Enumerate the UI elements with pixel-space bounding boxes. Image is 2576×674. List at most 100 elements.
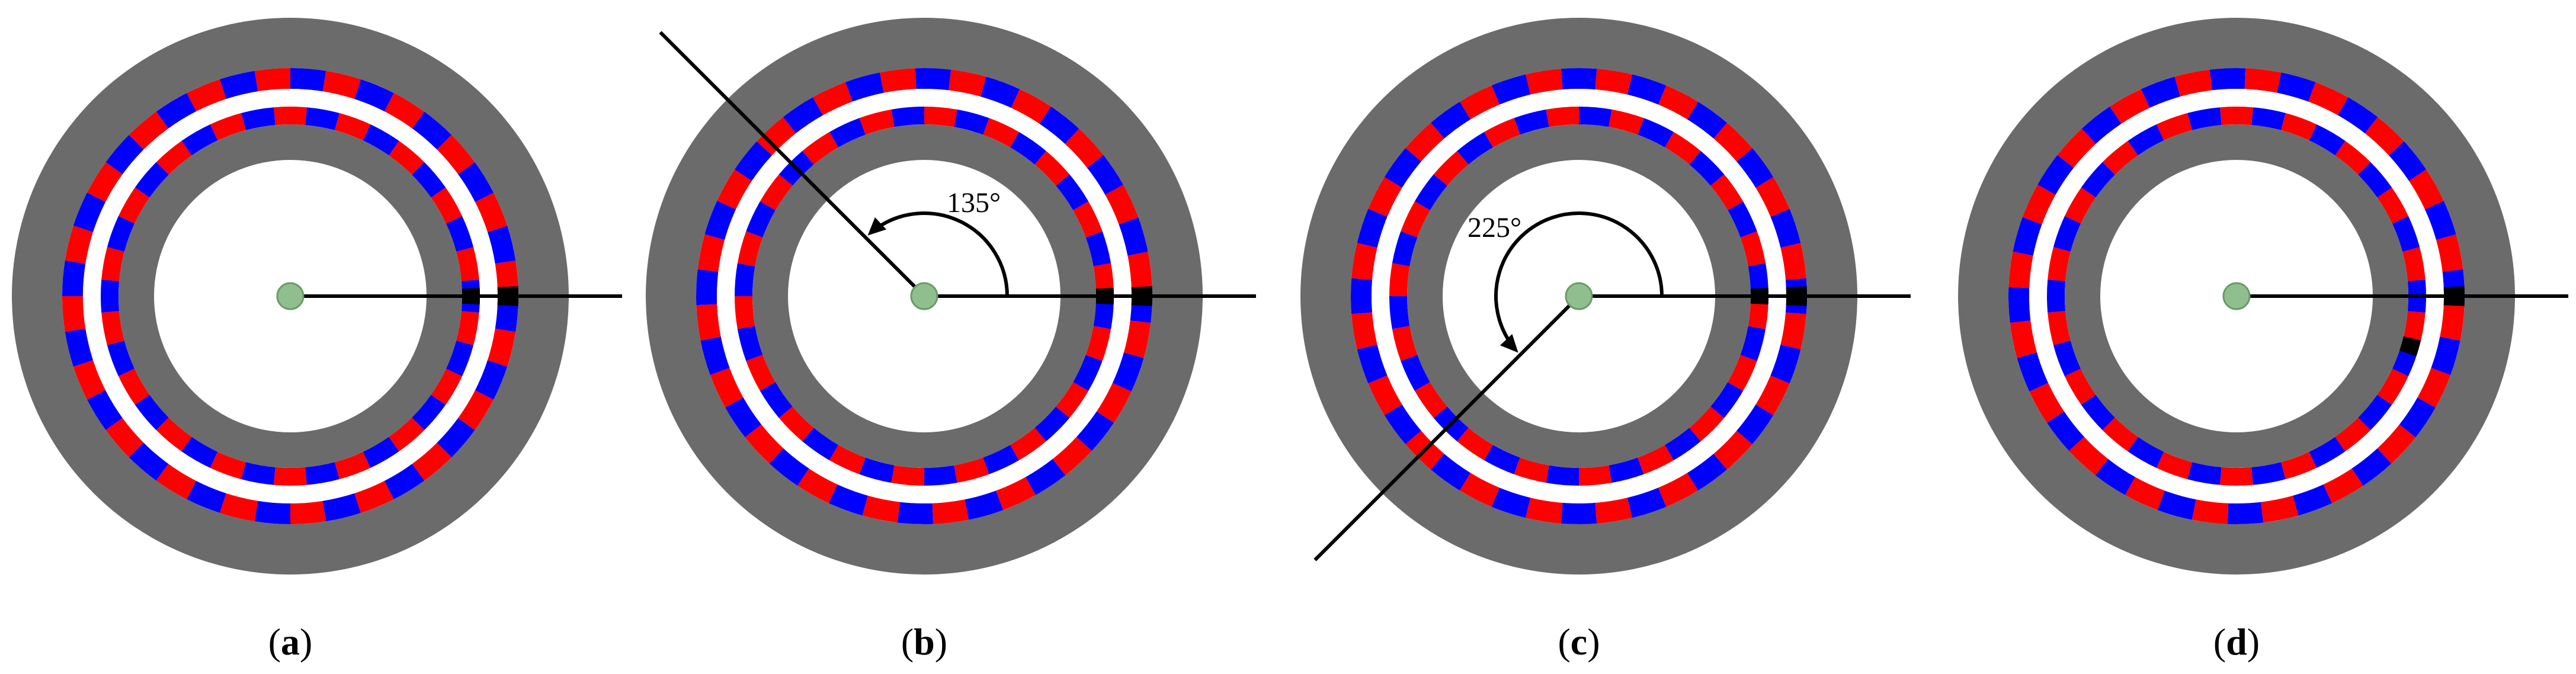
inner-magnet-segment <box>274 467 307 486</box>
outer-magnet-segment <box>65 328 94 367</box>
inner-magnet-segment <box>2048 247 2071 281</box>
inner-magnet-segment <box>954 109 989 135</box>
inner-magnet-segment <box>412 162 446 198</box>
inner-magnet-segment <box>156 418 192 452</box>
outer-magnet-segment <box>475 360 508 400</box>
inner-magnet-segment <box>737 326 763 361</box>
inner-magnet-segment <box>2309 437 2346 468</box>
inner-magnet-segment <box>891 107 924 127</box>
outer-magnet-segment <box>734 141 772 181</box>
outer-magnet-segment <box>1736 147 1774 188</box>
inner-magnet-segment <box>156 140 192 175</box>
outer-magnet-segment <box>2057 129 2096 168</box>
inner-magnet-segment <box>2102 140 2138 175</box>
outer-magnet-segment <box>1755 176 1790 217</box>
outer-magnet-segment <box>1405 123 1444 162</box>
outer-magnet-segment <box>1052 437 1092 476</box>
outer-magnet-segment <box>2069 437 2109 476</box>
inner-magnet-segment <box>431 368 463 405</box>
inner-magnet-segment <box>1484 118 1520 147</box>
outer-magnet-segment <box>915 68 951 91</box>
outer-magnet-segment <box>129 111 169 150</box>
inner-magnet-segment <box>363 437 399 468</box>
inner-magnet-segment <box>1010 131 1046 165</box>
inner-magnet-segment <box>859 109 895 135</box>
outer-magnet-segment <box>710 368 744 408</box>
inner-magnet-segment <box>2064 368 2096 405</box>
panel-caption: (b) <box>901 621 947 663</box>
inner-magnet-segment <box>1085 326 1111 361</box>
panel-caption: (a) <box>268 621 313 663</box>
outer-magnet-segment <box>2037 155 2074 195</box>
outer-magnet-segment <box>697 234 725 272</box>
inner-magnet-segment <box>2358 162 2392 198</box>
outer-magnet-segment <box>2010 320 2037 358</box>
panel-b: 135° (b) <box>646 18 1256 663</box>
outer-magnet-segment <box>220 493 258 522</box>
outer-magnet-segment <box>1011 89 1051 124</box>
inner-magnet-segment <box>1085 231 1111 267</box>
inner-magnet-segment <box>2081 394 2115 431</box>
outer-magnet-segment <box>700 336 730 375</box>
inner-magnet-segment <box>1010 428 1046 461</box>
outer-magnet-segment <box>783 97 823 134</box>
outer-magnet-segment <box>2081 106 2122 144</box>
inner-magnet-segment <box>1728 355 1757 391</box>
inner-magnet-segment <box>2048 311 2071 345</box>
inner-magnet-segment <box>241 462 275 485</box>
outer-magnet-segment <box>2323 468 2363 503</box>
inner-magnet-segment <box>760 174 793 210</box>
inner-magnet-segment <box>1093 263 1114 296</box>
outer-magnet-segment <box>879 68 917 93</box>
inner-magnet-segment <box>891 465 924 486</box>
outer-magnet-segment <box>2191 499 2229 524</box>
outer-magnet-segment <box>2174 69 2212 97</box>
outer-magnet-segment <box>2431 336 2460 375</box>
outer-magnet-segment <box>996 477 1036 511</box>
outer-magnet-segment <box>322 70 361 100</box>
outer-magnet-segment <box>696 304 721 341</box>
outer-magnet-segment <box>2125 477 2165 511</box>
inner-magnet-segment <box>1034 406 1070 442</box>
panel-caption: (c) <box>1558 621 1600 663</box>
inner-magnet-segment <box>389 140 425 175</box>
outer-magnet-segment <box>797 468 838 503</box>
outer-magnet-segment <box>1459 473 1500 507</box>
outer-magnet-segment <box>725 397 762 438</box>
outer-magnet-segment <box>2141 76 2180 108</box>
outer-magnet-segment <box>2022 184 2056 224</box>
inner-magnet-segment <box>431 187 463 224</box>
outer-magnet-segment <box>2277 72 2316 102</box>
outer-magnet-segment <box>1127 251 1152 288</box>
inner-magnet-segment <box>1073 201 1103 237</box>
outer-magnet-segment <box>487 328 516 367</box>
outer-magnet-segment <box>254 68 290 92</box>
inner-magnet-segment <box>954 457 989 483</box>
outer-magnet-segment <box>384 464 425 500</box>
outer-magnet-segment <box>1430 454 1471 491</box>
inner-magnet-segment <box>746 201 776 237</box>
outer-magnet-segment <box>949 69 986 97</box>
outer-magnet-segment <box>487 226 516 264</box>
outer-magnet-segment <box>965 490 1004 520</box>
outer-magnet-segment <box>2157 490 2196 520</box>
outer-magnet-segment <box>2293 484 2333 516</box>
inner-magnet-segment <box>2392 216 2420 252</box>
inner-magnet-segment <box>1073 355 1103 391</box>
inner-magnet-segment <box>2064 187 2096 224</box>
outer-magnet-segment <box>1119 217 1148 256</box>
inner-magnet-segment <box>446 216 474 252</box>
outer-magnet-segment <box>290 68 326 92</box>
gear-rings <box>12 18 569 574</box>
panel-a: (a) <box>12 18 622 663</box>
inner-magnet-segment <box>1609 109 1644 135</box>
outer-magnet-segment <box>62 296 86 332</box>
outer-magnet-segment <box>187 480 226 513</box>
inner-magnet-segment <box>1389 263 1410 296</box>
outer-magnet-segment <box>322 493 361 522</box>
inner-magnet-segment <box>737 231 763 267</box>
outer-magnet-segment <box>65 226 94 264</box>
outer-magnet-segment <box>1658 473 1699 507</box>
inner-magnet-segment <box>2281 113 2317 141</box>
outer-magnet-segment <box>2364 117 2404 156</box>
